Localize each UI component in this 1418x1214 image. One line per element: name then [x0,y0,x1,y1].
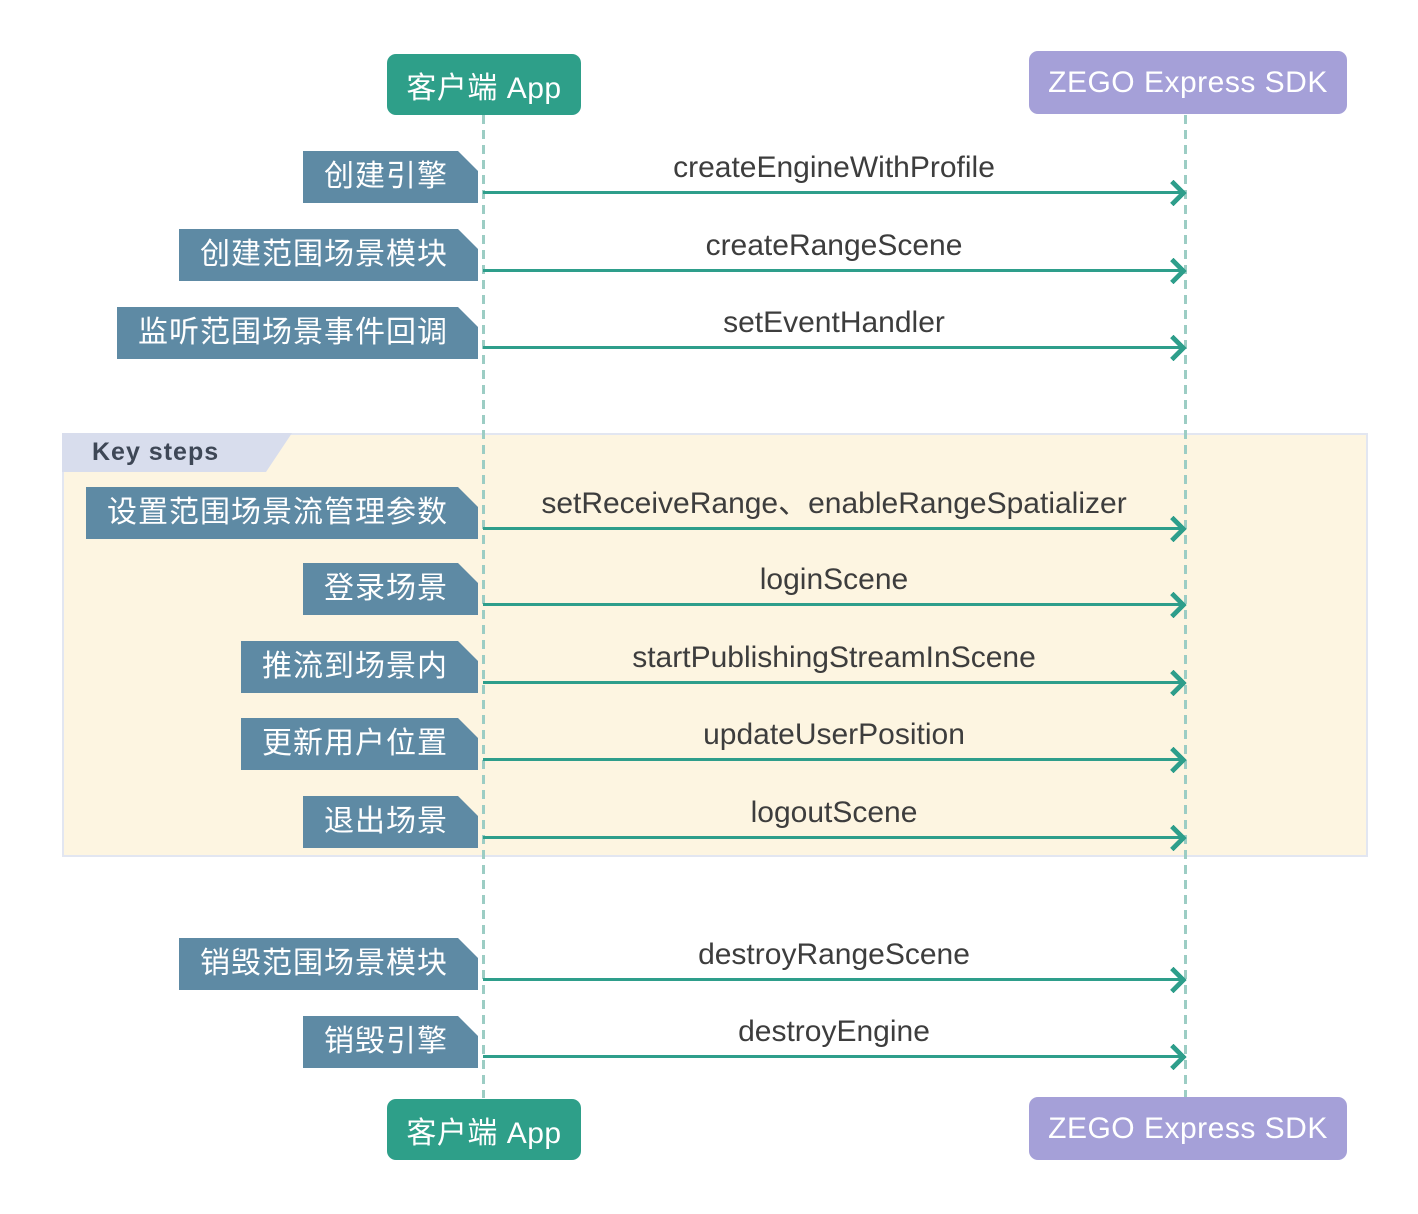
method-label-set-receive-range: setReceiveRange、enableRangeSpatializer [541,487,1127,520]
step-tag-login-scene: 登录场景 [303,563,478,615]
step-tag-listen-range-scene-events: 监听范围场景事件回调 [117,307,478,359]
actor-sdk-top: ZEGO Express SDK [1029,51,1347,114]
method-label-start-publishing-stream-in-scene: startPublishingStreamInScene [632,641,1036,674]
method-label-update-user-position: updateUserPosition [703,718,965,751]
arrow-update-user-position [483,758,1182,761]
method-label-create-range-scene: createRangeScene [705,229,963,262]
actor-client-bottom: 客户端 App [387,1099,581,1160]
method-label-create-engine-with-profile: createEngineWithProfile [673,151,995,184]
arrow-create-range-scene [483,269,1182,272]
actor-client-top: 客户端 App [387,54,581,115]
lifeline-client [482,115,485,1098]
step-tag-create-engine: 创建引擎 [303,151,478,203]
arrow-create-engine-with-profile [483,191,1182,194]
arrow-destroy-engine [483,1055,1182,1058]
arrow-start-publishing-stream-in-scene [483,681,1182,684]
method-label-logout-scene: logoutScene [750,796,918,829]
step-tag-create-range-scene-module: 创建范围场景模块 [179,229,478,281]
step-tag-destroy-range-scene-module: 销毁范围场景模块 [179,938,478,990]
lifeline-sdk [1184,115,1187,1098]
arrow-set-event-handler [483,346,1182,349]
arrow-login-scene [483,603,1182,606]
key-steps-tab-label: Key steps [62,433,292,472]
step-tag-set-range-scene-stream-params: 设置范围场景流管理参数 [86,487,478,539]
arrow-logout-scene [483,836,1182,839]
step-tag-logout-scene: 退出场景 [303,796,478,848]
step-tag-destroy-engine: 销毁引擎 [303,1016,478,1068]
arrow-destroy-range-scene [483,978,1182,981]
method-label-login-scene: loginScene [759,563,909,596]
step-tag-update-user-position: 更新用户位置 [241,718,478,770]
method-label-destroy-engine: destroyEngine [738,1015,930,1048]
method-label-destroy-range-scene: destroyRangeScene [698,938,970,971]
arrow-set-receive-range [483,527,1182,530]
step-tag-publish-stream-in-scene: 推流到场景内 [241,641,478,693]
method-label-set-event-handler: setEventHandler [723,306,945,339]
actor-sdk-bottom: ZEGO Express SDK [1029,1097,1347,1160]
